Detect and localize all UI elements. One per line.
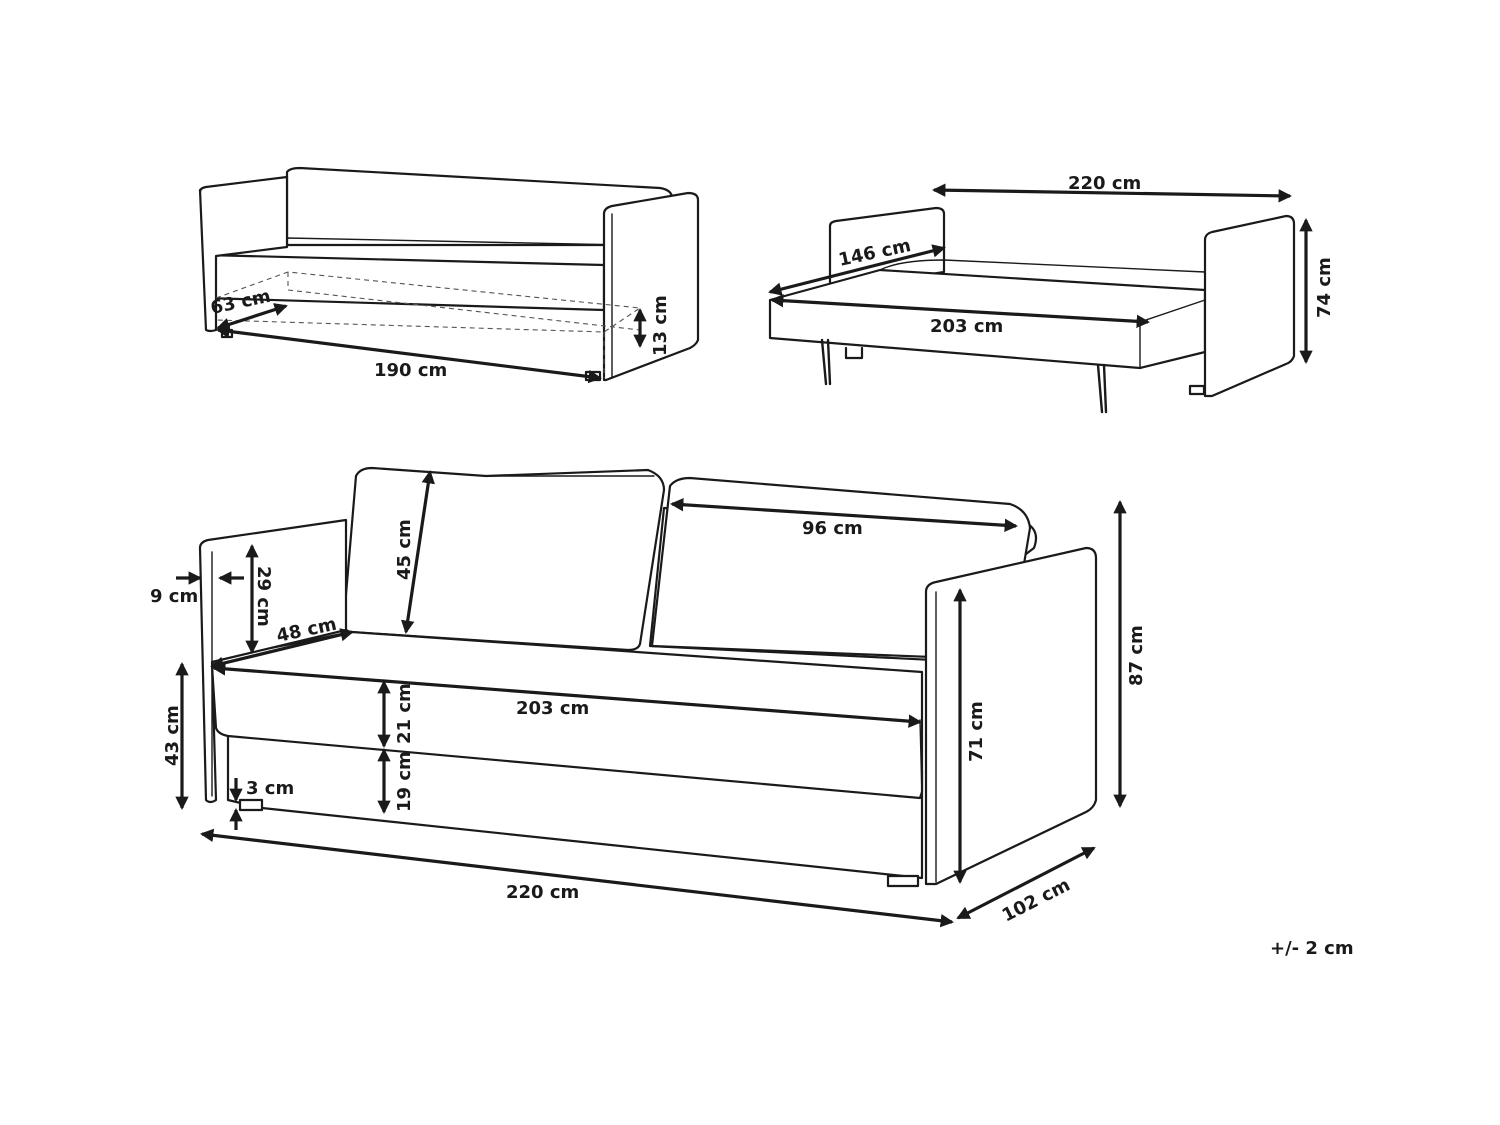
label-96cm: 96 cm [802, 518, 863, 539]
label-74cm: 74 cm [1314, 257, 1335, 318]
dim-line-45 [401, 470, 435, 634]
label-71cm: 71 cm [966, 701, 987, 762]
label-102cm: 102 cm [999, 874, 1074, 926]
label-3cm: 3 cm [246, 778, 294, 799]
dim-line-146 [768, 244, 946, 296]
dim-line-48 [210, 628, 354, 670]
label-29cm: 29 cm [253, 566, 274, 627]
dim-line-220-top [931, 183, 1293, 203]
dim-line-220 [199, 828, 955, 928]
label-220cm-top: 220 cm [1068, 173, 1141, 194]
label-21cm: 21 cm [394, 683, 415, 744]
label-43cm: 43 cm [162, 705, 183, 766]
label-45cm: 45 cm [394, 519, 415, 580]
label-203cm-top: 203 cm [930, 316, 1003, 337]
dim-line-203-top [769, 293, 1151, 329]
label-190cm: 190 cm [374, 360, 447, 381]
sofa-bed-unfolded-view [768, 206, 1296, 414]
label-203cm: 203 cm [516, 698, 589, 719]
armrest-right [924, 546, 1098, 886]
label-87cm: 87 cm [1126, 625, 1147, 686]
label-220cm: 220 cm [506, 882, 579, 903]
unfolded-leg-right [1096, 363, 1104, 414]
dim-line-102 [956, 846, 1096, 920]
leg-right-front [886, 874, 920, 888]
label-9cm: 9 cm [150, 586, 198, 607]
label-13cm: 13 cm [650, 295, 671, 356]
dim-line-96 [669, 498, 1019, 532]
dim-line-63 [216, 303, 288, 331]
tolerance-note: +/- 2 cm [1270, 938, 1354, 959]
back-cushion-left [341, 466, 666, 652]
dim-line-190 [215, 324, 603, 384]
sofa-folded-view [198, 166, 700, 382]
dim-line-203 [211, 662, 923, 728]
unfolded-leg-left [820, 338, 828, 386]
leg-left-front [238, 798, 264, 812]
label-19cm: 19 cm [394, 751, 415, 812]
